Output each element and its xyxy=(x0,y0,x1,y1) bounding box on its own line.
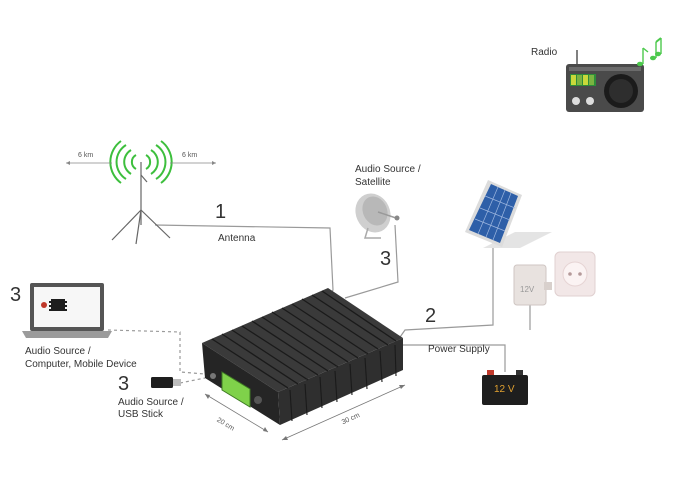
satellite-dish-icon xyxy=(355,193,400,239)
usb-stick-icon xyxy=(151,377,181,388)
solar-cable xyxy=(397,240,494,341)
dashed-cables xyxy=(107,329,206,384)
distance-right-label: 6 km xyxy=(182,152,198,159)
radio-icon xyxy=(566,50,644,112)
usb-cable xyxy=(179,377,206,384)
transmitter-device-icon xyxy=(202,288,403,425)
wall-socket-icon xyxy=(554,251,596,297)
signal-waves-icon xyxy=(109,140,173,184)
device-knob xyxy=(254,396,262,404)
radio-label: Radio xyxy=(531,47,558,58)
device-port xyxy=(210,373,216,379)
dimension-lines xyxy=(204,384,406,441)
satellite-label-line1: Audio Source / xyxy=(355,164,421,175)
computer-label-line1: Audio Source / xyxy=(25,346,91,357)
usb-label-line2: USB Stick xyxy=(118,409,164,420)
music-note-icon xyxy=(637,37,662,67)
satellite-cable xyxy=(344,224,399,299)
antenna-number: 1 xyxy=(215,201,227,223)
computer-label-line2: Computer, Mobile Device xyxy=(25,359,137,370)
antenna-label: Antenna xyxy=(218,233,256,244)
distance-left-label: 6 km xyxy=(78,152,94,159)
computer-number: 3 xyxy=(10,284,22,306)
power-supply-label: Power Supply xyxy=(428,344,490,355)
computer-cable xyxy=(107,329,206,375)
battery-cable xyxy=(400,344,506,372)
solar-panel-icon xyxy=(465,180,552,248)
satellite-label-line2: Satellite xyxy=(355,177,391,188)
battery-voltage-label: 12 V xyxy=(494,384,515,395)
adapter-voltage-label: 12V xyxy=(520,285,535,294)
usb-label-line1: Audio Source / xyxy=(118,397,184,408)
power-number: 2 xyxy=(425,305,437,327)
satellite-number: 3 xyxy=(380,248,392,270)
laptop-icon xyxy=(22,283,112,338)
antenna-tower-icon xyxy=(111,162,171,245)
usb-number: 3 xyxy=(118,373,130,395)
battery-icon xyxy=(482,370,528,405)
device-display xyxy=(221,371,251,408)
power-adapter-icon xyxy=(513,264,552,306)
distance-markers xyxy=(66,161,216,165)
